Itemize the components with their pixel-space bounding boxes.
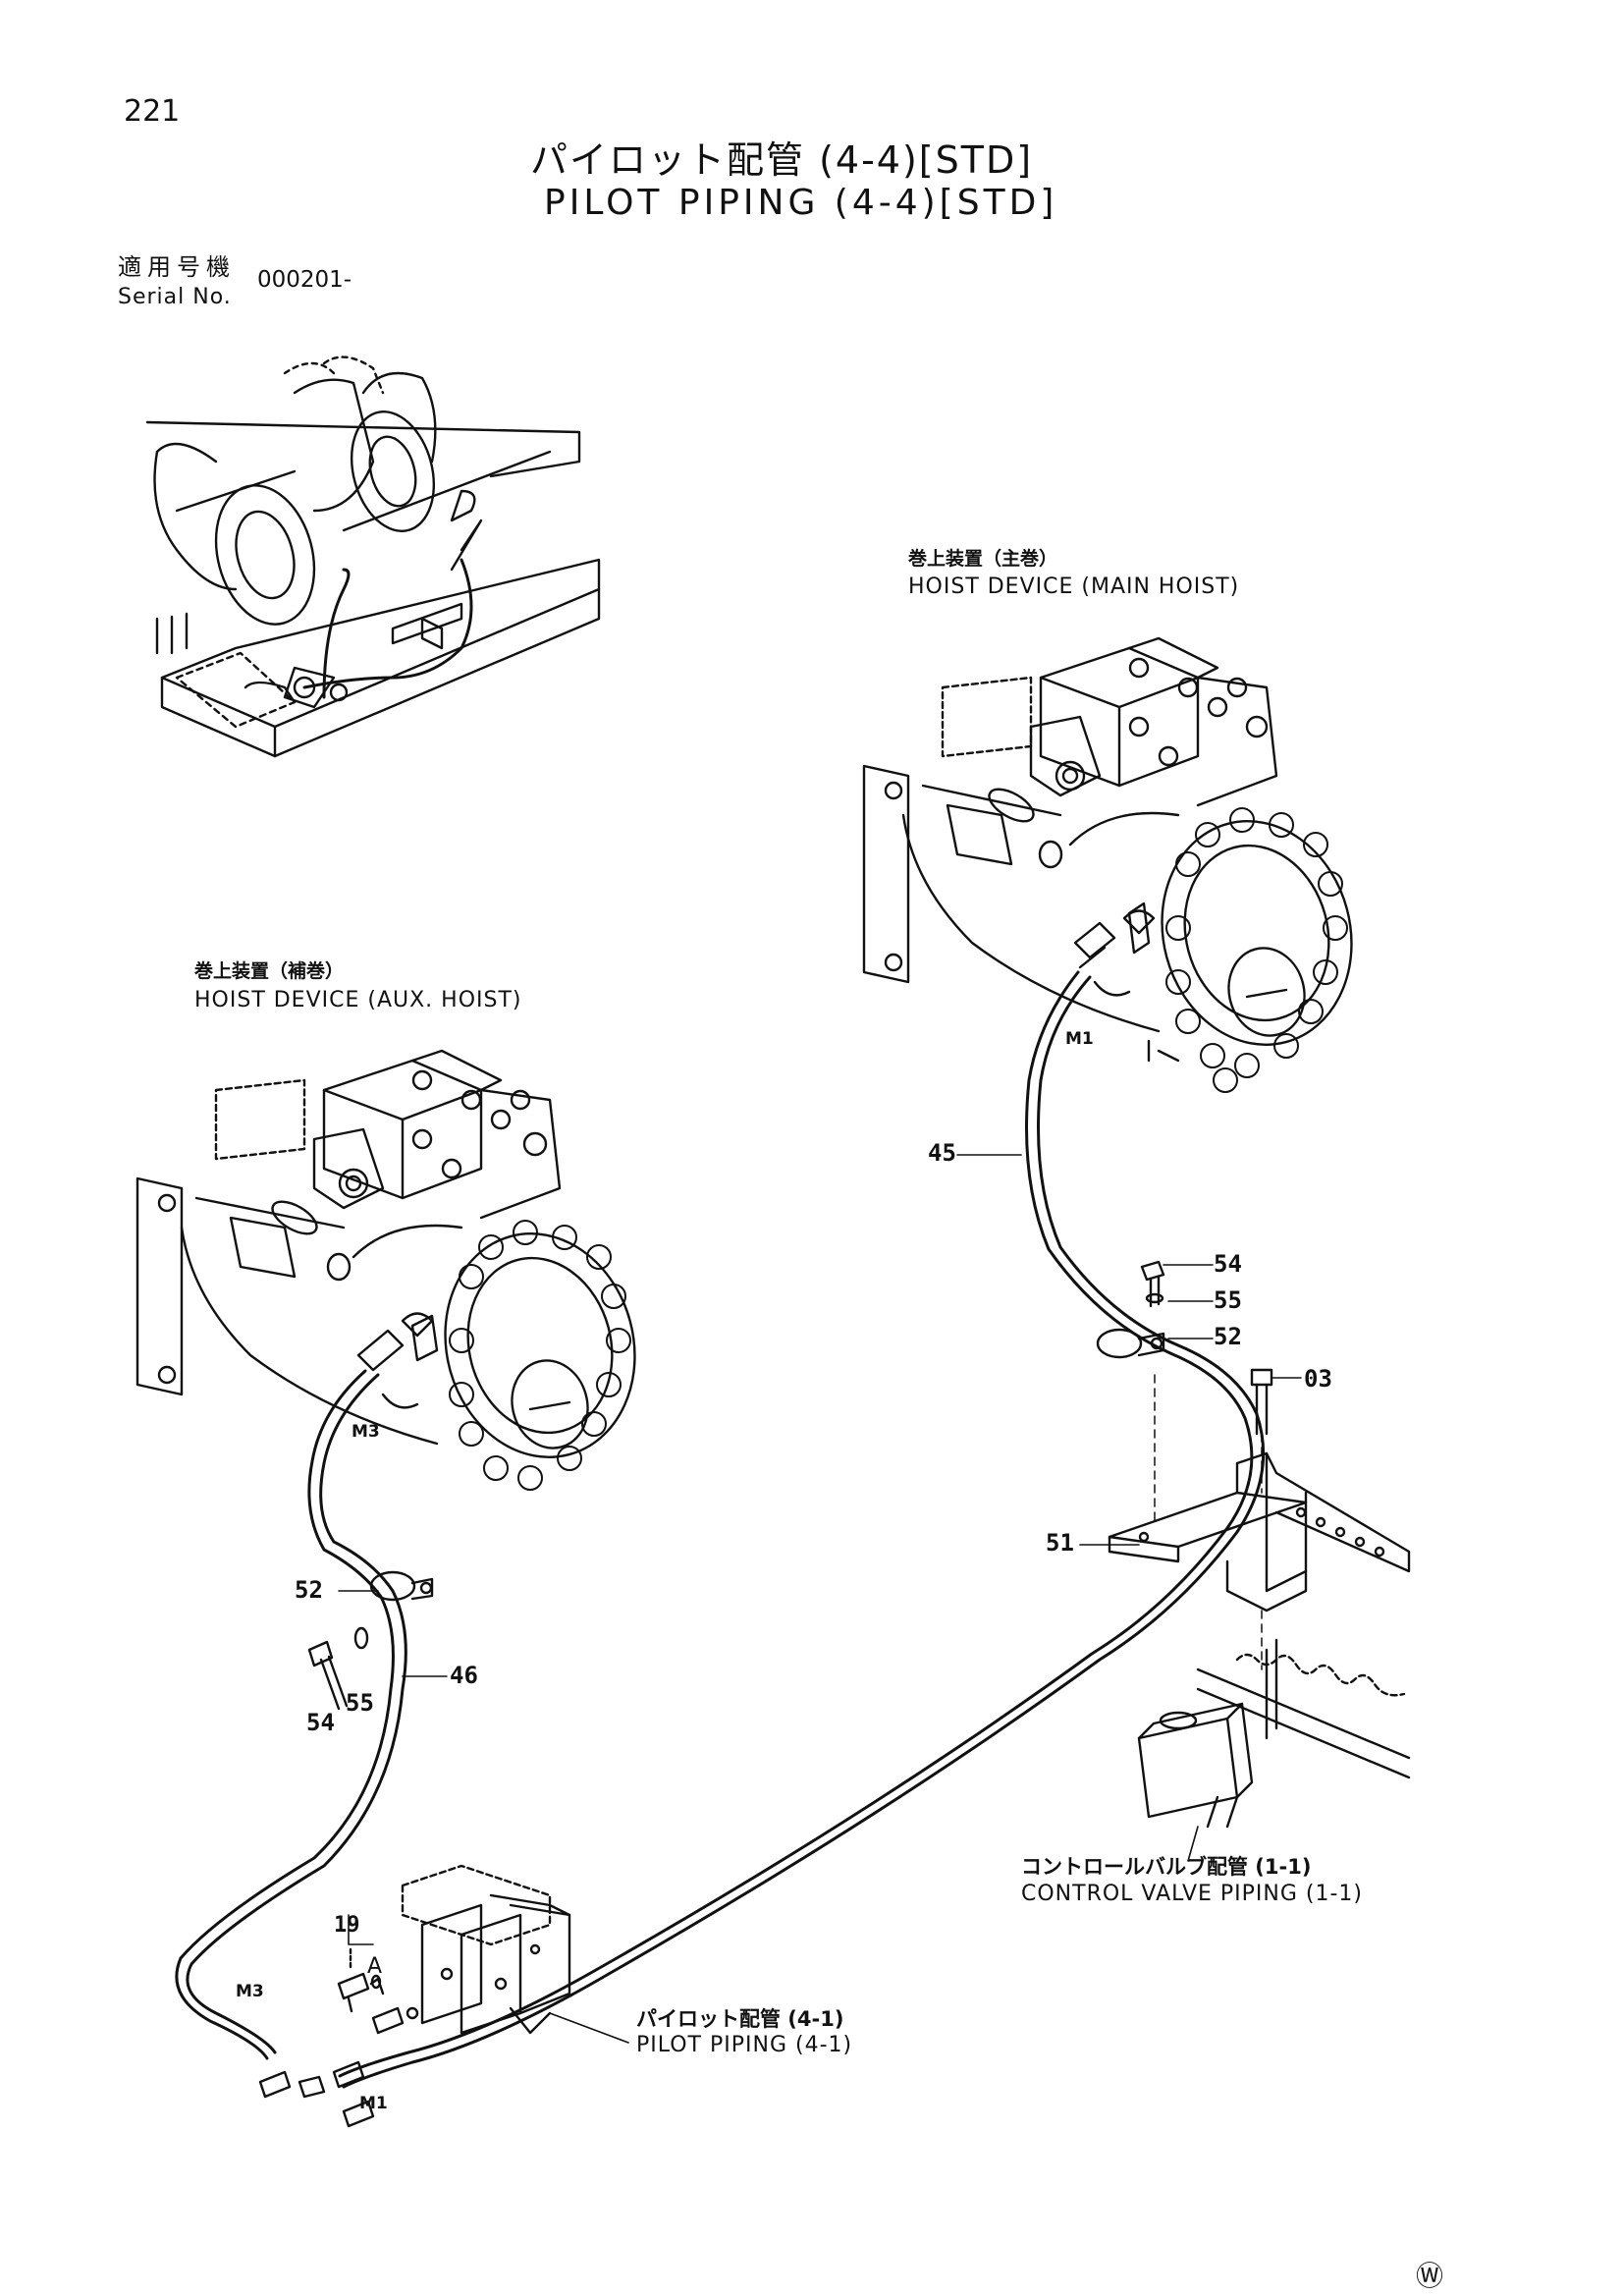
callout-52-main: 52: [1214, 1323, 1242, 1350]
port-m3-lower: M3: [236, 1982, 264, 2001]
serial-number-value: 000201-: [257, 267, 352, 293]
callout-55-aux: 55: [346, 1689, 374, 1717]
serial-label-english: Serial No.: [118, 285, 232, 309]
fittings: [307, 909, 1411, 1711]
callout-19: 19: [334, 1913, 360, 1938]
callout-46: 46: [450, 1662, 478, 1689]
hose-46: [175, 1369, 407, 2060]
callout-55-main: 55: [1214, 1286, 1242, 1314]
hose-45: [338, 970, 1266, 2089]
main-hoist-illustration: [862, 636, 1353, 1093]
callout-52-aux: 52: [295, 1576, 323, 1604]
callout-45: 45: [928, 1139, 956, 1167]
leader-lines: [338, 1154, 1302, 2044]
main-hoist-label-english: HOIST DEVICE (MAIN HOIST): [908, 574, 1240, 599]
aux-hoist-label-english: HOIST DEVICE (AUX. HOIST): [194, 988, 522, 1012]
control-valve-label-english: CONTROL VALVE PIPING (1-1): [1021, 1882, 1364, 1906]
page-title-english: PILOT PIPING (4-4)[STD]: [544, 183, 1058, 223]
port-m1-main: M1: [1065, 1029, 1094, 1049]
callout-51: 51: [1046, 1529, 1074, 1557]
callout-54-aux: 54: [306, 1709, 335, 1736]
control-valve-label-japanese: コントロールバルブ配管 (1-1): [1021, 1855, 1312, 1879]
aux-hoist-illustration: [135, 1049, 636, 1491]
page-number: 221: [124, 94, 181, 129]
callout-54-main: 54: [1214, 1250, 1242, 1278]
inset-frame-illustration: [145, 355, 601, 758]
callout-03: 03: [1304, 1365, 1332, 1393]
callout-a: A: [367, 1954, 383, 1979]
port-m3-aux: M3: [352, 1422, 380, 1442]
control-valve-illustration: [1137, 1638, 1411, 1829]
pilot-piping-ref-label-japanese: パイロット配管 (4-1): [636, 2007, 844, 2031]
port-m1-lower: M1: [359, 2094, 388, 2113]
main-hoist-label-japanese: 巻上装置（主巻）: [908, 548, 1058, 570]
pilot-piping-ref-label-english: PILOT PIPING (4-1): [636, 2033, 853, 2057]
aux-hoist-label-japanese: 巻上装置（補巻）: [194, 960, 345, 982]
pilot-valve-block-illustration: [258, 1864, 571, 2128]
footer-w-mark: Ⓦ: [1416, 2260, 1444, 2292]
serial-label-japanese: 適用号機: [118, 253, 236, 281]
page-title-japanese: パイロット配管 (4-4)[STD]: [530, 138, 1034, 182]
